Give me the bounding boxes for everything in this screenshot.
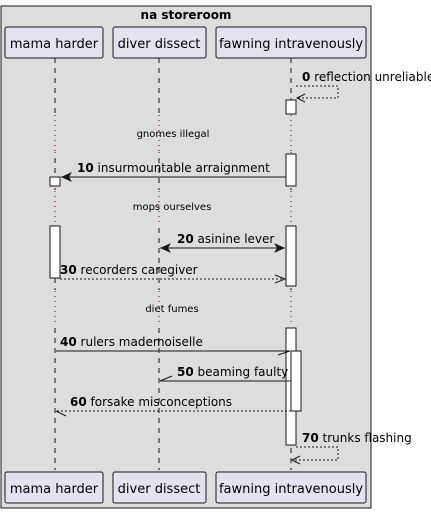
svg-text:40 rulers mademoiselle: 40 rulers mademoiselle	[60, 335, 203, 349]
message-0: 0 reflection unreliable	[295, 70, 431, 103]
participant-fawning-intravenously-top: fawning intravenously	[215, 26, 367, 59]
activation-bar	[49, 225, 61, 279]
message-60: 60 forsake misconceptions	[55, 395, 291, 417]
participant-diver-dissect-bottom: diver dissect	[112, 471, 207, 504]
svg-text:0 reflection unreliable: 0 reflection unreliable	[302, 70, 431, 84]
svg-text:diver dissect: diver dissect	[118, 37, 201, 52]
activation-bar	[285, 153, 297, 187]
message-30: 30 recorders caregiver	[60, 263, 287, 284]
message-70: 70 trunks flashing	[290, 431, 412, 465]
svg-text:50 beaming faulty: 50 beaming faulty	[177, 365, 288, 379]
participant-diver-dissect-top: diver dissect	[112, 26, 207, 59]
group-title: na storeroom	[141, 8, 232, 22]
activation-bar	[285, 225, 297, 287]
participant-mama-harder-top: mama harder	[4, 26, 104, 59]
activation-bar	[49, 176, 61, 187]
participant-mama-harder-bottom: mama harder	[4, 471, 104, 504]
svg-text:60 forsake misconceptions: 60 forsake misconceptions	[70, 395, 232, 409]
svg-text:fawning intravenously: fawning intravenously	[219, 482, 363, 497]
message-40: 40 rulers mademoiselle	[56, 335, 291, 356]
divider-label: gnomes illegal	[137, 129, 210, 140]
divider-label: mops ourselves	[133, 202, 212, 213]
svg-text:70 trunks flashing: 70 trunks flashing	[302, 431, 412, 445]
svg-text:mama harder: mama harder	[10, 482, 99, 497]
message-10: 10 insurmountable arraignment	[61, 161, 286, 182]
group-frame	[0, 5, 372, 509]
activation-bar	[290, 350, 302, 412]
participant-fawning-intravenously-bottom: fawning intravenously	[215, 471, 367, 504]
svg-text:10 insurmountable arraignment: 10 insurmountable arraignment	[77, 161, 270, 175]
message-50: 50 beaming faulty	[159, 365, 291, 382]
svg-text:diver dissect: diver dissect	[118, 482, 201, 497]
svg-text:mama harder: mama harder	[10, 37, 99, 52]
divider-gaps	[40, 114, 310, 326]
svg-text:fawning intravenously: fawning intravenously	[219, 37, 363, 52]
message-20: 20 asinine lever	[160, 232, 285, 253]
divider-label: diet fumes	[145, 304, 198, 315]
svg-text:30 recorders caregiver: 30 recorders caregiver	[60, 263, 198, 277]
activation-bar	[285, 99, 297, 115]
svg-text:20 asinine lever: 20 asinine lever	[177, 232, 274, 246]
